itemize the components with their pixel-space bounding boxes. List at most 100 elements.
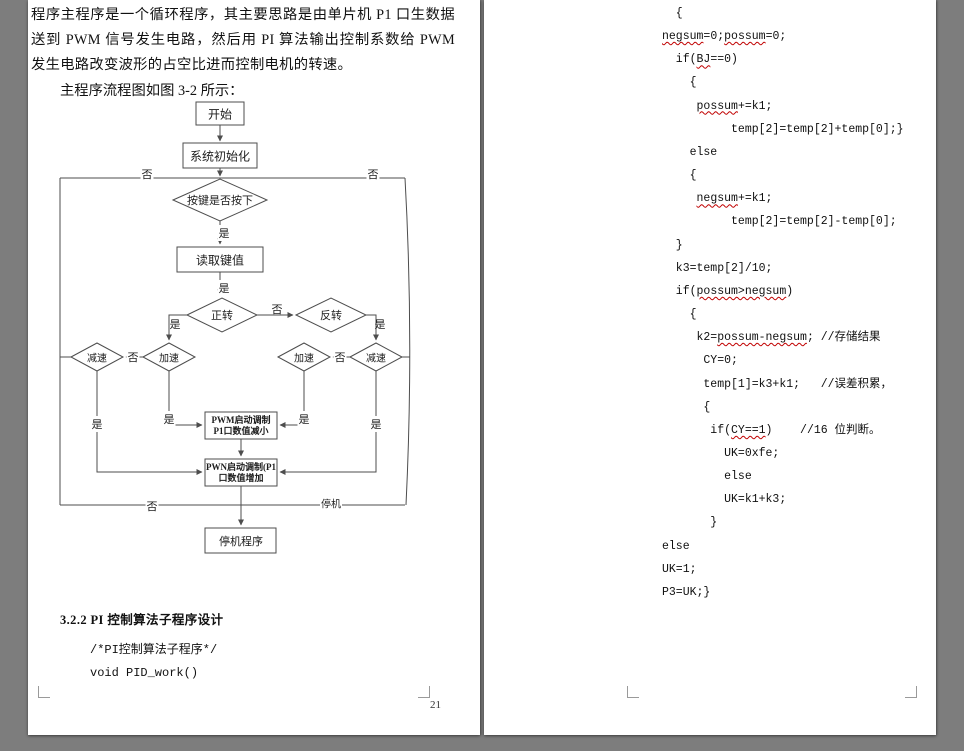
code-token: temp[2]=temp[2]+temp[0];} [662, 122, 904, 136]
code-token-misspelled: possum-negsum [717, 331, 807, 345]
flow-shape-accel-left [141, 342, 197, 372]
code-token-misspelled: possum>negsum [696, 284, 787, 298]
flow-label-yes-reverse: 是 [374, 319, 386, 331]
code-line: { [662, 164, 904, 187]
code-line: UK=k1+k3; [662, 488, 904, 511]
flow-shape-accel-right [276, 342, 332, 372]
code-line: UK=1; [662, 558, 904, 581]
code-token-misspelled: CY==1 [731, 423, 766, 437]
section-heading: 3.2.2 PI 控制算法子程序设计 [60, 613, 224, 627]
flow-shape-init [182, 142, 258, 169]
page-left: 程序主程序是一个循环程序，其主要思路是由单片机 P1 口生数据送到 PWM 信号… [28, 0, 480, 735]
code-line: { [662, 303, 904, 326]
text-boundary-mark [905, 686, 917, 698]
page-right: {negsum=0;possum=0; if(BJ==0) { possum+=… [484, 0, 936, 735]
flow-node-stop-routine: 停机程序 [219, 536, 263, 548]
code-token: UK=1; [662, 562, 697, 576]
code-line: if(CY==1) //16 位判断。 [662, 419, 904, 442]
code-token: UK=k1+k3; [662, 493, 787, 507]
code-token: =0; [703, 30, 725, 44]
code-line: negsum=0;possum=0; [662, 25, 904, 48]
flow-label-stop: 停机 [320, 495, 342, 511]
flow-shape-pwm-increase [204, 458, 278, 487]
text-boundary-mark [418, 686, 430, 698]
code-token: { [662, 76, 697, 90]
flow-shape-key-check [171, 178, 269, 222]
flow-label-yes-decel-left: 是 [90, 416, 104, 432]
code-token: k2= [662, 331, 718, 345]
code-line: temp[1]=k3+k1; //误差积累， [662, 373, 904, 396]
flow-label-yes-accel-left: 是 [162, 411, 176, 427]
code-token: ==0) [710, 53, 738, 67]
flow-label-no-pair-left: 否 [126, 349, 140, 365]
paragraph-figure-ref: 主程序流程图如图 3-2 所示： [60, 83, 244, 99]
code-token: { [662, 7, 683, 20]
code-token: else [662, 145, 718, 159]
code-token: { [662, 308, 697, 322]
code-token: P3=UK;} [662, 585, 711, 599]
code-line: else [662, 465, 904, 488]
flow-node-forward: 正转 [211, 310, 233, 322]
code-token: ) //16 位判断。 [765, 423, 881, 437]
flow-node-accel-right: 加速 [294, 353, 314, 365]
code-token: if( [662, 423, 732, 437]
code-line: P3=UK;} [662, 581, 904, 604]
code-token: CY=0; [662, 354, 738, 368]
code-token: { [662, 400, 711, 414]
code-line: } [662, 234, 904, 257]
flow-node-accel-left: 加速 [159, 353, 179, 365]
code-line: { [662, 2, 904, 25]
flowchart-diagram [59, 101, 411, 554]
flow-node-pwm-increase: PWN启动调制(P1 口数值增加 [206, 462, 276, 484]
code-token: } [662, 238, 683, 252]
flow-node-init: 系统初始化 [189, 149, 251, 164]
code-line: temp[2]=temp[2]-temp[0]; [662, 210, 904, 233]
code-comment: /*PI控制算法子程序*/ [90, 643, 218, 657]
code-token [662, 100, 697, 113]
flow-shape-decel-left [69, 342, 125, 372]
flow-label-no-forward: 否 [271, 304, 283, 316]
code-line: { [662, 71, 904, 94]
code-token: else [662, 539, 690, 553]
code-line: negsum+=k1; [662, 187, 904, 210]
flow-connectors [59, 125, 411, 526]
flow-label-yes-decel-right: 是 [369, 416, 383, 432]
flow-shape-reverse [294, 297, 368, 333]
code-token-misspelled: negsum [696, 192, 738, 206]
page-number: 21 [430, 699, 441, 711]
code-token: else [662, 470, 752, 484]
code-line: if(BJ==0) [662, 48, 904, 71]
code-line: temp[2]=temp[2]+temp[0];} [662, 118, 904, 141]
code-token: if( [662, 53, 697, 67]
paragraph-main: 程序主程序是一个循环程序，其主要思路是由单片机 P1 口生数据送到 PWM 信号… [31, 7, 455, 73]
code-token [662, 192, 697, 205]
code-token: { [662, 169, 697, 183]
pwm-increase-line1: PWN启动调制(P1 [206, 462, 276, 472]
code-line: k3=temp[2]/10; [662, 257, 904, 280]
code-token: temp[2]=temp[2]-temp[0]; [662, 215, 897, 229]
code-token: ) [786, 284, 794, 298]
code-token: +=k1; [737, 99, 773, 113]
code-token: =0; [765, 30, 787, 44]
code-line: k2=possum-negsum; //存储结果 [662, 326, 904, 349]
code-token-misspelled: possum [724, 30, 766, 44]
pwm-decrease-line2: P1口数值减小 [213, 426, 269, 436]
flow-label-no-loop-right: 否 [366, 166, 380, 182]
code-token: temp[1]=k3+k1; //误差积累， [662, 377, 893, 391]
flow-shape-read-key [176, 246, 264, 273]
code-block: {negsum=0;possum=0; if(BJ==0) { possum+=… [662, 2, 904, 604]
code-line: else [662, 535, 904, 558]
flow-label-no-loop-left: 否 [140, 166, 154, 182]
flow-label-yes-key: 是 [217, 225, 231, 241]
flow-label-no-bottom: 否 [145, 498, 159, 514]
flow-node-pwm-decrease: PWM启动调制 P1口数值减小 [212, 415, 271, 437]
code-token: if( [662, 284, 697, 298]
flow-shape-decel-right [348, 342, 404, 372]
pwm-decrease-line1: PWM启动调制 [211, 415, 271, 425]
code-token: k3=temp[2]/10; [662, 261, 773, 275]
code-token-misspelled: BJ [696, 53, 711, 67]
code-line: } [662, 511, 904, 534]
flow-node-decel-right: 减速 [366, 353, 386, 365]
flow-node-read-key: 读取键值 [195, 253, 245, 268]
code-token: +=k1; [737, 192, 773, 206]
